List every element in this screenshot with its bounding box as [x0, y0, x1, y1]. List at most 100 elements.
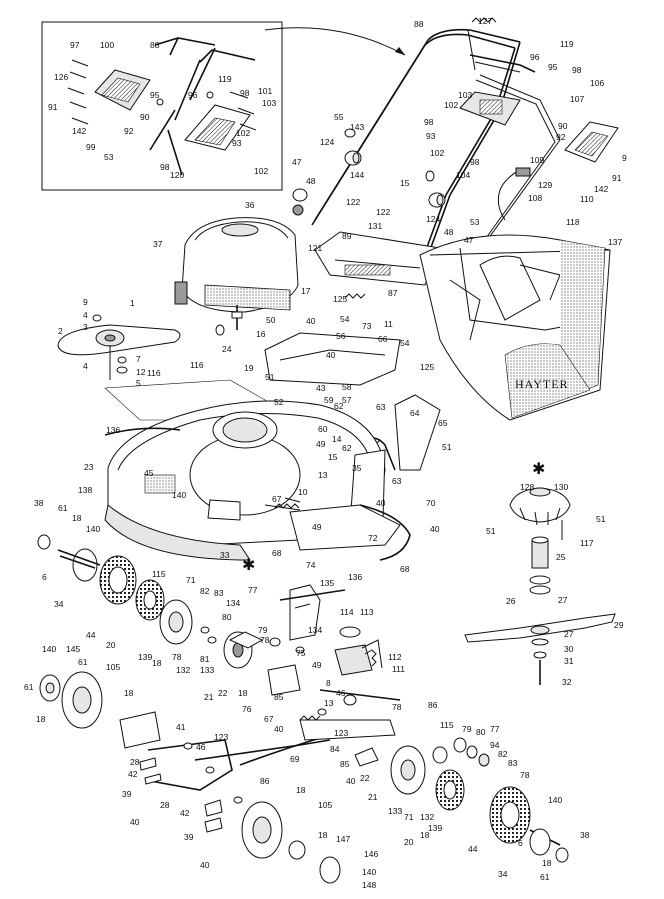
blade-assembly	[464, 487, 616, 685]
callout-51: 51	[265, 372, 275, 382]
callout-80: 80	[222, 612, 232, 622]
callout-48: 48	[306, 176, 316, 186]
callout-142: 142	[72, 126, 86, 136]
callout-61: 61	[78, 657, 88, 667]
callout-113: 113	[360, 607, 374, 617]
callout-118: 118	[566, 217, 580, 227]
callout-95: 95	[548, 62, 558, 72]
callout-128: 128	[520, 482, 534, 492]
control-plate	[264, 231, 441, 471]
callout-18: 18	[36, 714, 46, 724]
callout-63: 63	[392, 476, 402, 486]
callout-54: 54	[340, 314, 350, 324]
callout-18: 18	[420, 830, 430, 840]
wheel-front-right-1	[390, 745, 426, 795]
callout-22: 22	[218, 688, 228, 698]
callout-98: 98	[470, 157, 480, 167]
detail-arrow	[264, 27, 406, 56]
callout-111: 111	[392, 664, 405, 674]
callout-53: 53	[104, 152, 114, 162]
gearbox	[200, 584, 490, 767]
callout-20: 20	[106, 640, 116, 650]
callout-78: 78	[392, 702, 402, 712]
callout-42: 42	[128, 769, 138, 779]
callout-83: 83	[214, 588, 224, 598]
callout-8: 8	[326, 678, 331, 688]
callout-98: 98	[240, 88, 250, 98]
callout-49: 49	[312, 660, 322, 670]
callout-15: 15	[328, 452, 338, 462]
callout-142: 142	[594, 184, 608, 194]
spring-125	[344, 293, 366, 299]
inset-frame	[41, 21, 283, 191]
callout-27: 27	[558, 595, 568, 605]
callout-85: 85	[274, 692, 284, 702]
callout-18: 18	[152, 658, 162, 668]
wheel-rear-left	[39, 671, 103, 729]
callout-140: 140	[172, 490, 186, 500]
callout-40: 40	[200, 860, 210, 870]
callout-98: 98	[572, 65, 582, 75]
callout-28: 28	[130, 757, 140, 767]
callout-62: 62	[334, 401, 344, 411]
callout-102: 102	[430, 148, 444, 158]
callout-117: 117	[580, 538, 594, 548]
callout-105: 105	[318, 800, 332, 810]
callout-64: 64	[410, 408, 420, 418]
callout-57: 57	[342, 395, 352, 405]
callout-30: 30	[564, 644, 574, 654]
callout-49: 49	[312, 522, 322, 532]
callout-51: 51	[486, 526, 496, 536]
callout-103: 103	[458, 90, 472, 100]
callout-124: 124	[320, 137, 334, 147]
callout-42: 42	[180, 808, 190, 818]
callout-140: 140	[42, 644, 56, 654]
star-marker-center: ✱	[242, 557, 255, 574]
callout-144: 144	[350, 170, 364, 180]
callout-108: 108	[528, 193, 542, 203]
callout-58: 58	[342, 382, 352, 392]
callout-32: 32	[562, 677, 572, 687]
callout-53: 53	[470, 217, 480, 227]
mower-deck	[104, 400, 411, 561]
callout-18: 18	[238, 688, 248, 698]
callout-37: 37	[153, 239, 163, 249]
callout-40: 40	[274, 724, 284, 734]
callout-90: 90	[140, 112, 150, 122]
callout-19: 19	[244, 363, 254, 373]
callout-20: 20	[404, 837, 414, 847]
callout-98: 98	[160, 162, 170, 172]
callout-52: 52	[274, 397, 284, 407]
callout-75: 75	[296, 648, 306, 658]
callout-68: 68	[400, 564, 410, 574]
callout-125: 125	[420, 362, 434, 372]
callout-18: 18	[318, 830, 328, 840]
callout-46: 46	[336, 688, 346, 698]
callout-104: 104	[456, 170, 470, 180]
callout-69: 69	[290, 754, 300, 764]
callout-73: 73	[362, 321, 372, 331]
callout-107: 107	[570, 94, 584, 104]
callout-49: 49	[316, 439, 326, 449]
callout-38: 38	[34, 498, 44, 508]
callout-66: 66	[378, 334, 388, 344]
callout-10: 10	[298, 487, 308, 497]
callout-87: 87	[388, 288, 398, 298]
callout-61: 61	[540, 872, 550, 882]
star-marker-right: ✱	[532, 461, 545, 478]
rear-axle-assembly	[119, 711, 396, 833]
callout-71: 71	[404, 812, 414, 822]
callout-4: 4	[83, 310, 88, 320]
callout-102: 102	[236, 128, 250, 138]
callout-130: 130	[554, 482, 568, 492]
callout-1: 1	[130, 298, 135, 308]
callout-127: 127	[478, 16, 492, 26]
wheel-front-right-3	[489, 786, 531, 844]
callout-122: 122	[376, 207, 390, 217]
callout-71: 71	[186, 575, 196, 585]
callout-123: 123	[214, 732, 228, 742]
callout-88: 88	[414, 19, 424, 29]
callout-97: 97	[70, 40, 80, 50]
callout-109: 109	[530, 155, 544, 165]
